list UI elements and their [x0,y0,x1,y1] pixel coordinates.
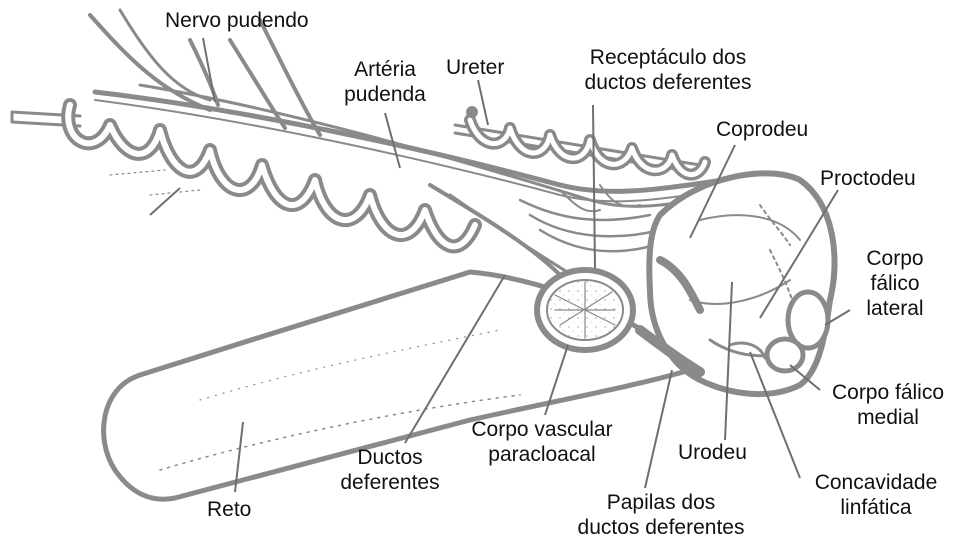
label-corpo-vascular: Corpo vascular paracloacal [450,417,634,467]
label-ductos-line2: deferentes [325,470,455,495]
label-concavidade-linfatica: Concavidade linfática [796,470,956,520]
label-coprodeu: Coprodeu [716,117,808,142]
leader-receptaculo [593,105,595,268]
label-proctodeu: Proctodeu [820,166,916,191]
leader-ureter [478,80,488,125]
leader-papilas [645,370,672,488]
label-corpo-falico-medial: Corpo fálico medial [815,380,961,430]
label-corpo-medial-line1: Corpo fálico [815,380,961,405]
label-urodeu: Urodeu [678,440,747,465]
label-papilas: Papilas dos ductos deferentes [548,490,774,540]
corpo-falico-medial-shape [767,339,803,371]
label-arteria-line1: Artéria [322,57,448,82]
label-corpo-lateral-line2: fálico [845,271,945,296]
label-papilas-line2: ductos deferentes [548,515,774,540]
label-receptaculo: Receptáculo dos ductos deferentes [548,45,788,95]
label-arteria-line2: pudenda [322,82,448,107]
leader-unlabeled [150,188,180,215]
label-corpo-vascular-line1: Corpo vascular [450,417,634,442]
label-ureter: Ureter [446,55,504,80]
label-corpo-vascular-line2: paracloacal [450,442,634,467]
label-arteria-pudenda: Artéria pudenda [322,57,448,107]
label-corpo-falico-lateral: Corpo fálico lateral [845,246,945,321]
label-ductos-line1: Ductos [325,445,455,470]
label-reto: Reto [207,497,251,522]
label-corpo-lateral-line3: lateral [845,296,945,321]
label-receptaculo-line1: Receptáculo dos [548,45,788,70]
label-nervo-pudendo: Nervo pudendo [165,8,309,33]
label-receptaculo-line2: ductos deferentes [548,70,788,95]
label-papilas-line1: Papilas dos [548,490,774,515]
label-corpo-medial-line2: medial [815,405,961,430]
label-concavidade-line1: Concavidade [796,470,956,495]
label-corpo-lateral-line1: Corpo [845,246,945,271]
label-ductos-deferentes: Ductos deferentes [325,445,455,495]
label-concavidade-line2: linfática [796,495,956,520]
